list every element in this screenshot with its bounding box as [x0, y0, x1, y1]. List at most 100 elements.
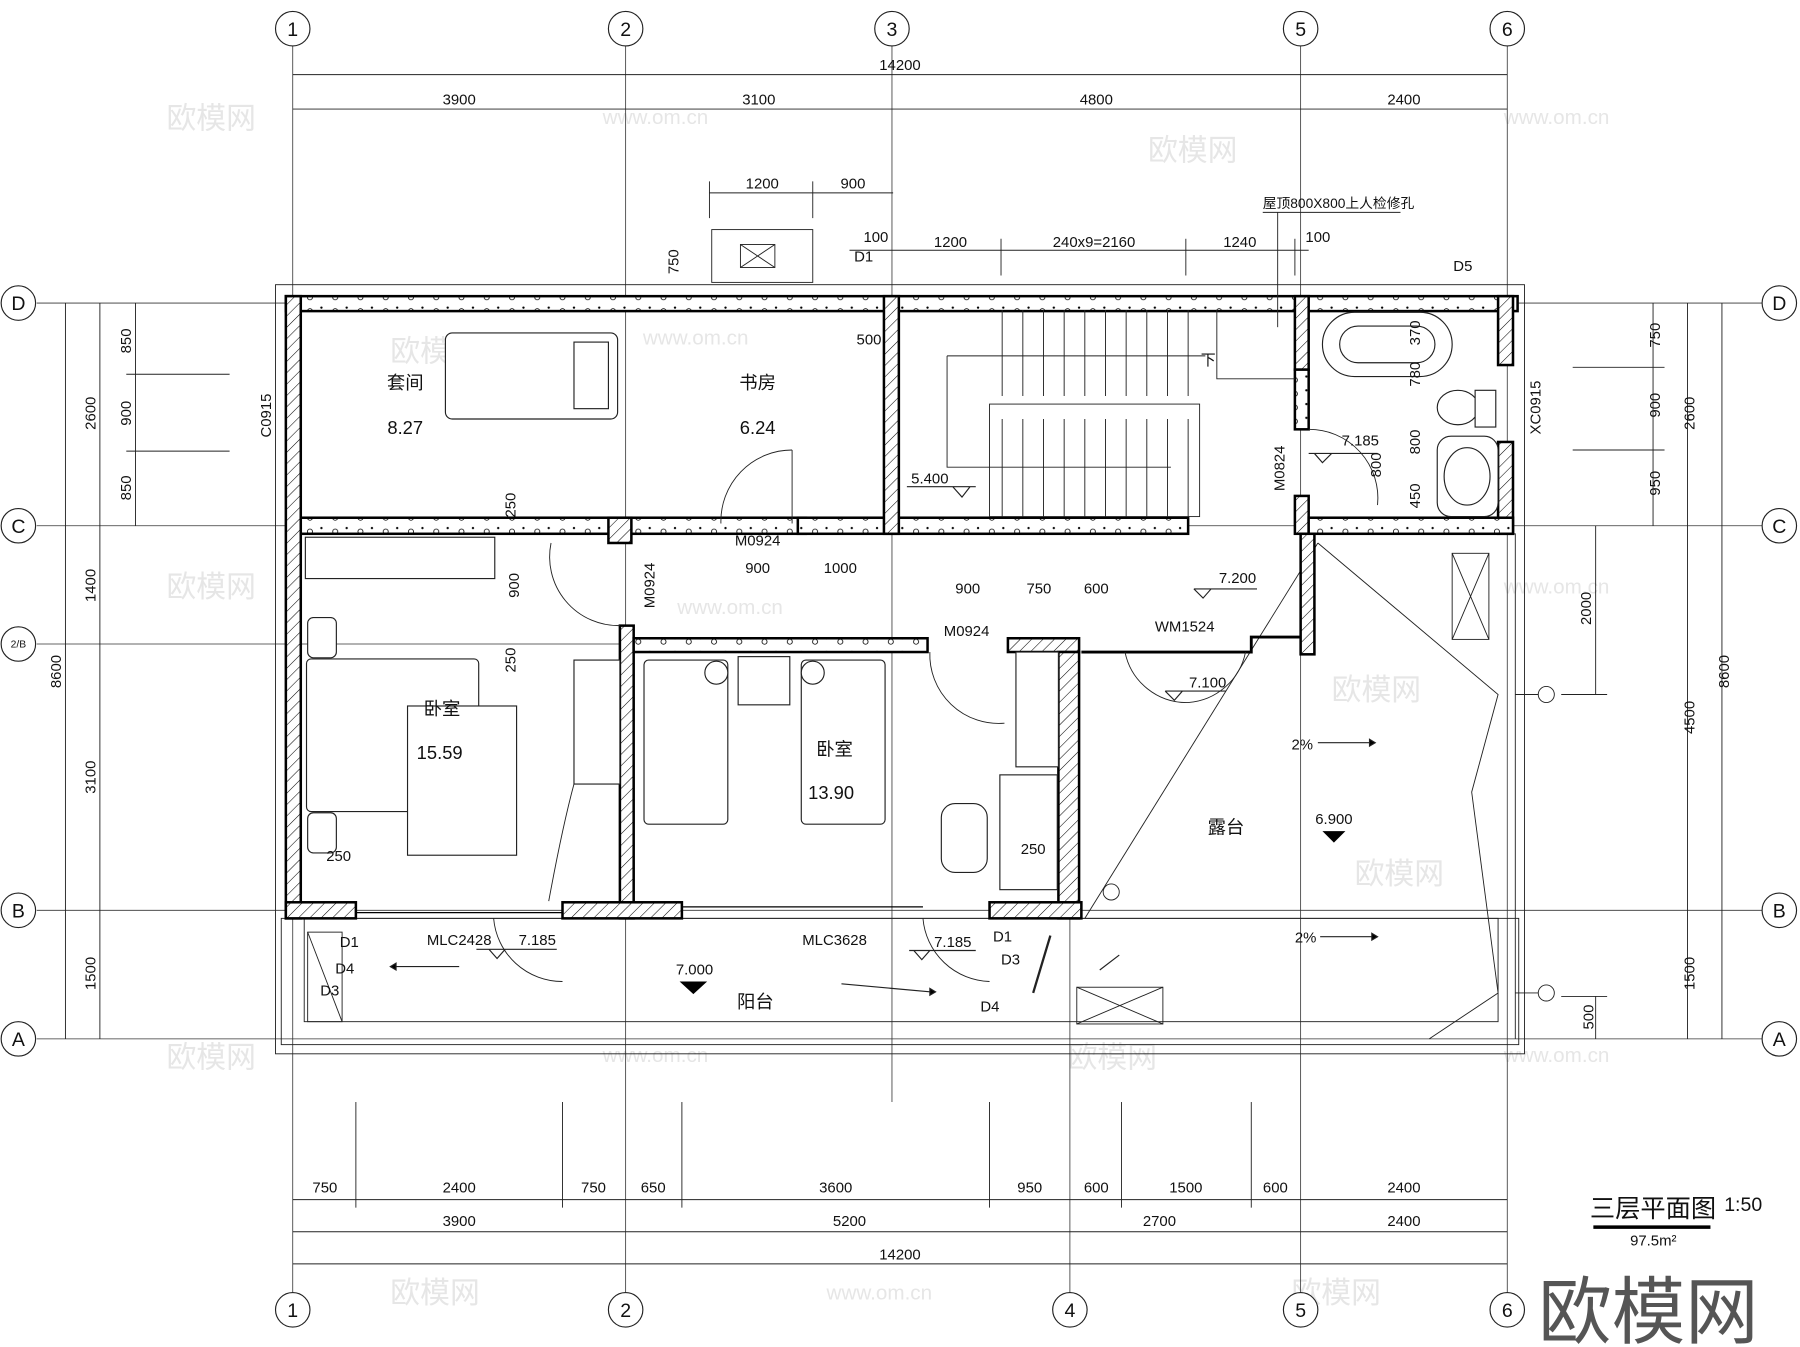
dim-interior: 900	[506, 573, 523, 598]
axis-label-bottom: 1	[287, 1300, 298, 1322]
dim-interior: 250	[326, 848, 351, 865]
dim-bottom: 750	[312, 1180, 337, 1197]
dim-bottom: 2400	[1387, 1213, 1420, 1230]
dimension-labels: 14200 3900 3100 4800 2400 1200 900 100 1…	[48, 57, 1733, 1263]
toilet-tank	[1474, 389, 1497, 428]
dim-left-total: 8600	[48, 655, 65, 688]
dim-top: 4800	[1080, 91, 1113, 108]
lamp-icon	[704, 660, 729, 685]
nightstand	[737, 656, 791, 706]
watermark: 欧模网	[166, 103, 255, 136]
bed-twin	[643, 659, 729, 825]
door-label: WM1524	[1155, 618, 1215, 635]
watermark-logo: 欧模网	[1538, 1270, 1758, 1347]
door-label: M0924	[944, 623, 990, 640]
room-area-suite: 8.27	[387, 417, 423, 438]
dim-left: 1500	[82, 957, 99, 990]
wardrobe	[1015, 651, 1059, 768]
room-name-terrace: 露台	[1208, 816, 1245, 837]
dim-bath: 450	[1407, 483, 1424, 508]
dim-bottom: 3600	[819, 1180, 852, 1197]
axis-label-top: 1	[287, 19, 298, 41]
dim-interior: 250	[1021, 841, 1046, 858]
lamp-icon	[800, 660, 825, 685]
axis-label-bottom: 2	[620, 1300, 631, 1322]
axis-label-left: C	[11, 516, 25, 538]
axis-label-top: 2	[620, 19, 631, 41]
opening-labels: C0915 M0924 M0924 M0924 M0824 XC0915 WM1…	[258, 381, 1545, 949]
elevation-label: 7.000	[676, 962, 713, 979]
dim-right: 900	[1647, 393, 1664, 418]
arrow-icon	[1368, 738, 1377, 748]
dim-left: 2600	[82, 397, 99, 430]
drain-label: D1	[993, 928, 1012, 945]
dim-left: 3100	[82, 761, 99, 794]
nightstand	[307, 617, 337, 659]
dim-bottom: 650	[641, 1180, 666, 1197]
axis-label-top: 5	[1295, 19, 1306, 41]
room-name-balcony: 阳台	[737, 991, 774, 1012]
dim-bottom: 600	[1263, 1180, 1288, 1197]
drain-label: D4	[335, 960, 354, 977]
arrow-icon	[929, 987, 937, 997]
watermarks: 欧模网 www.om.cn 欧模网 www.om.cn 欧模网 www.om.c…	[166, 103, 1609, 1310]
dim-balcony: 500	[1580, 1005, 1597, 1030]
dim-left: 1400	[82, 569, 99, 602]
axis-label-top: 3	[887, 19, 898, 41]
slope-label: 2%	[1295, 929, 1317, 946]
elevation-labels: 5.400 7.185 7.200 7.100 6.900 7.185 7.18…	[519, 432, 1379, 978]
window-label: XC0915	[1528, 381, 1545, 435]
dim-skylight: 750	[665, 249, 682, 274]
dim-bottom: 2400	[1387, 1180, 1420, 1197]
watermark: 欧模网	[1148, 135, 1237, 168]
watermark: 欧模网	[166, 1042, 255, 1075]
staircase	[946, 309, 1295, 518]
dim-bath: 800	[1407, 430, 1424, 455]
axis-label-right: D	[1772, 293, 1786, 315]
cabinet	[573, 659, 621, 785]
elevation-label: 7.185	[519, 932, 556, 949]
dim-left: 850	[118, 329, 135, 354]
dim-interior: 600	[1084, 580, 1109, 597]
toilet-icon	[1436, 389, 1480, 426]
bed-twin	[800, 659, 886, 825]
drawing-title-block: 三层平面图 1:50 97.5m² 欧模网	[1538, 1194, 1762, 1347]
dim-top: 3900	[443, 91, 476, 108]
arrow-icon	[1371, 932, 1379, 942]
dim-left: 900	[118, 401, 135, 426]
arrow-icon	[389, 962, 397, 972]
dim-detail: 100	[863, 229, 888, 246]
dim-terrace: 2000	[1578, 592, 1595, 625]
axis-label-left: A	[12, 1029, 25, 1051]
pillow-icon	[573, 341, 609, 410]
dim-bottom: 1500	[1169, 1180, 1202, 1197]
dim-bottom: 5200	[833, 1213, 866, 1230]
dim-right: 2600	[1681, 397, 1698, 430]
dim-top-total: 14200	[879, 57, 920, 74]
chair	[940, 802, 988, 874]
room-name-study: 书房	[739, 372, 776, 393]
roof-hatch-note: 屋顶800X800上人检修孔	[1263, 196, 1415, 211]
dim-detail: 1240	[1223, 234, 1256, 251]
watermark: 欧模网	[1068, 1042, 1157, 1075]
drain-label: D5	[1453, 258, 1472, 275]
stair-down-label: 下	[1201, 352, 1216, 369]
dim-bath: 800	[1368, 452, 1385, 477]
dim-bottom: 750	[581, 1180, 606, 1197]
dim-interior: 1000	[824, 560, 857, 577]
dim-right: 950	[1647, 471, 1664, 496]
desk	[999, 774, 1058, 891]
room-name-suite: 套间	[387, 372, 424, 393]
watermark-url: www.om.cn	[602, 106, 709, 129]
dim-right: 750	[1647, 323, 1664, 348]
axis-label-top: 6	[1502, 19, 1513, 41]
dim-interior: 900	[955, 580, 980, 597]
watermark: 欧模网	[166, 571, 255, 604]
elevation-label: 7.100	[1189, 675, 1226, 692]
dim-top: 3100	[742, 91, 775, 108]
dim-bottom: 2400	[443, 1180, 476, 1197]
dim-detail: 100	[1305, 229, 1330, 246]
axis-label-bottom: 4	[1064, 1300, 1075, 1322]
elevation-label: 7.185	[934, 934, 971, 951]
